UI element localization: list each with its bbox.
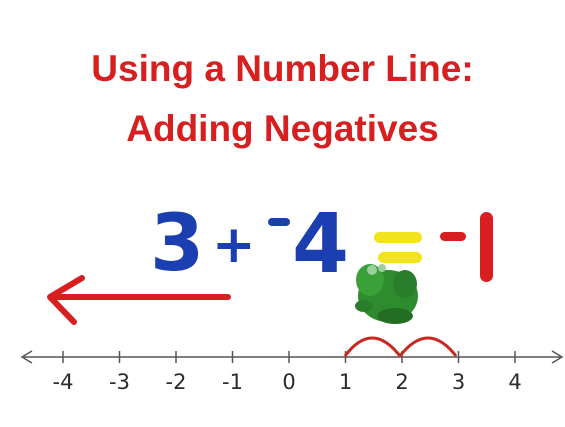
number-line [20,350,564,364]
equals-bar-top [374,232,422,243]
negative-sign-bar [268,218,290,226]
hop-arc-2 [398,336,458,357]
tick-label: 0 [282,370,296,394]
tick-label: 1 [338,370,353,394]
number-line-right-arrowhead [551,350,564,364]
equals-bar-bottom [378,252,422,263]
hop-arc-1 [343,336,402,357]
frog-figurine-icon [355,264,418,324]
result-negative-sign [440,232,466,241]
hop-arcs [343,336,458,357]
result-one-stroke [480,212,493,282]
tick-label: 3 [451,370,466,394]
tick-label: -3 [109,370,130,394]
equation-first-operand: 3 [150,199,204,289]
number-line-ticks [62,351,516,363]
tick-label: 4 [508,370,522,394]
number-line-left-arrowhead [20,350,33,364]
tick-label: 2 [395,370,409,394]
tick-label: -4 [52,370,74,394]
tick-label: -1 [222,370,243,394]
title-line-1: Using a Number Line: [91,48,474,89]
left-arrow-icon [47,275,231,325]
equation-plus-sign: + [212,215,256,275]
title-line-2: Adding Negatives [126,108,439,149]
tick-label: -2 [165,370,187,394]
equation-second-operand-digit: 4 [292,197,349,292]
